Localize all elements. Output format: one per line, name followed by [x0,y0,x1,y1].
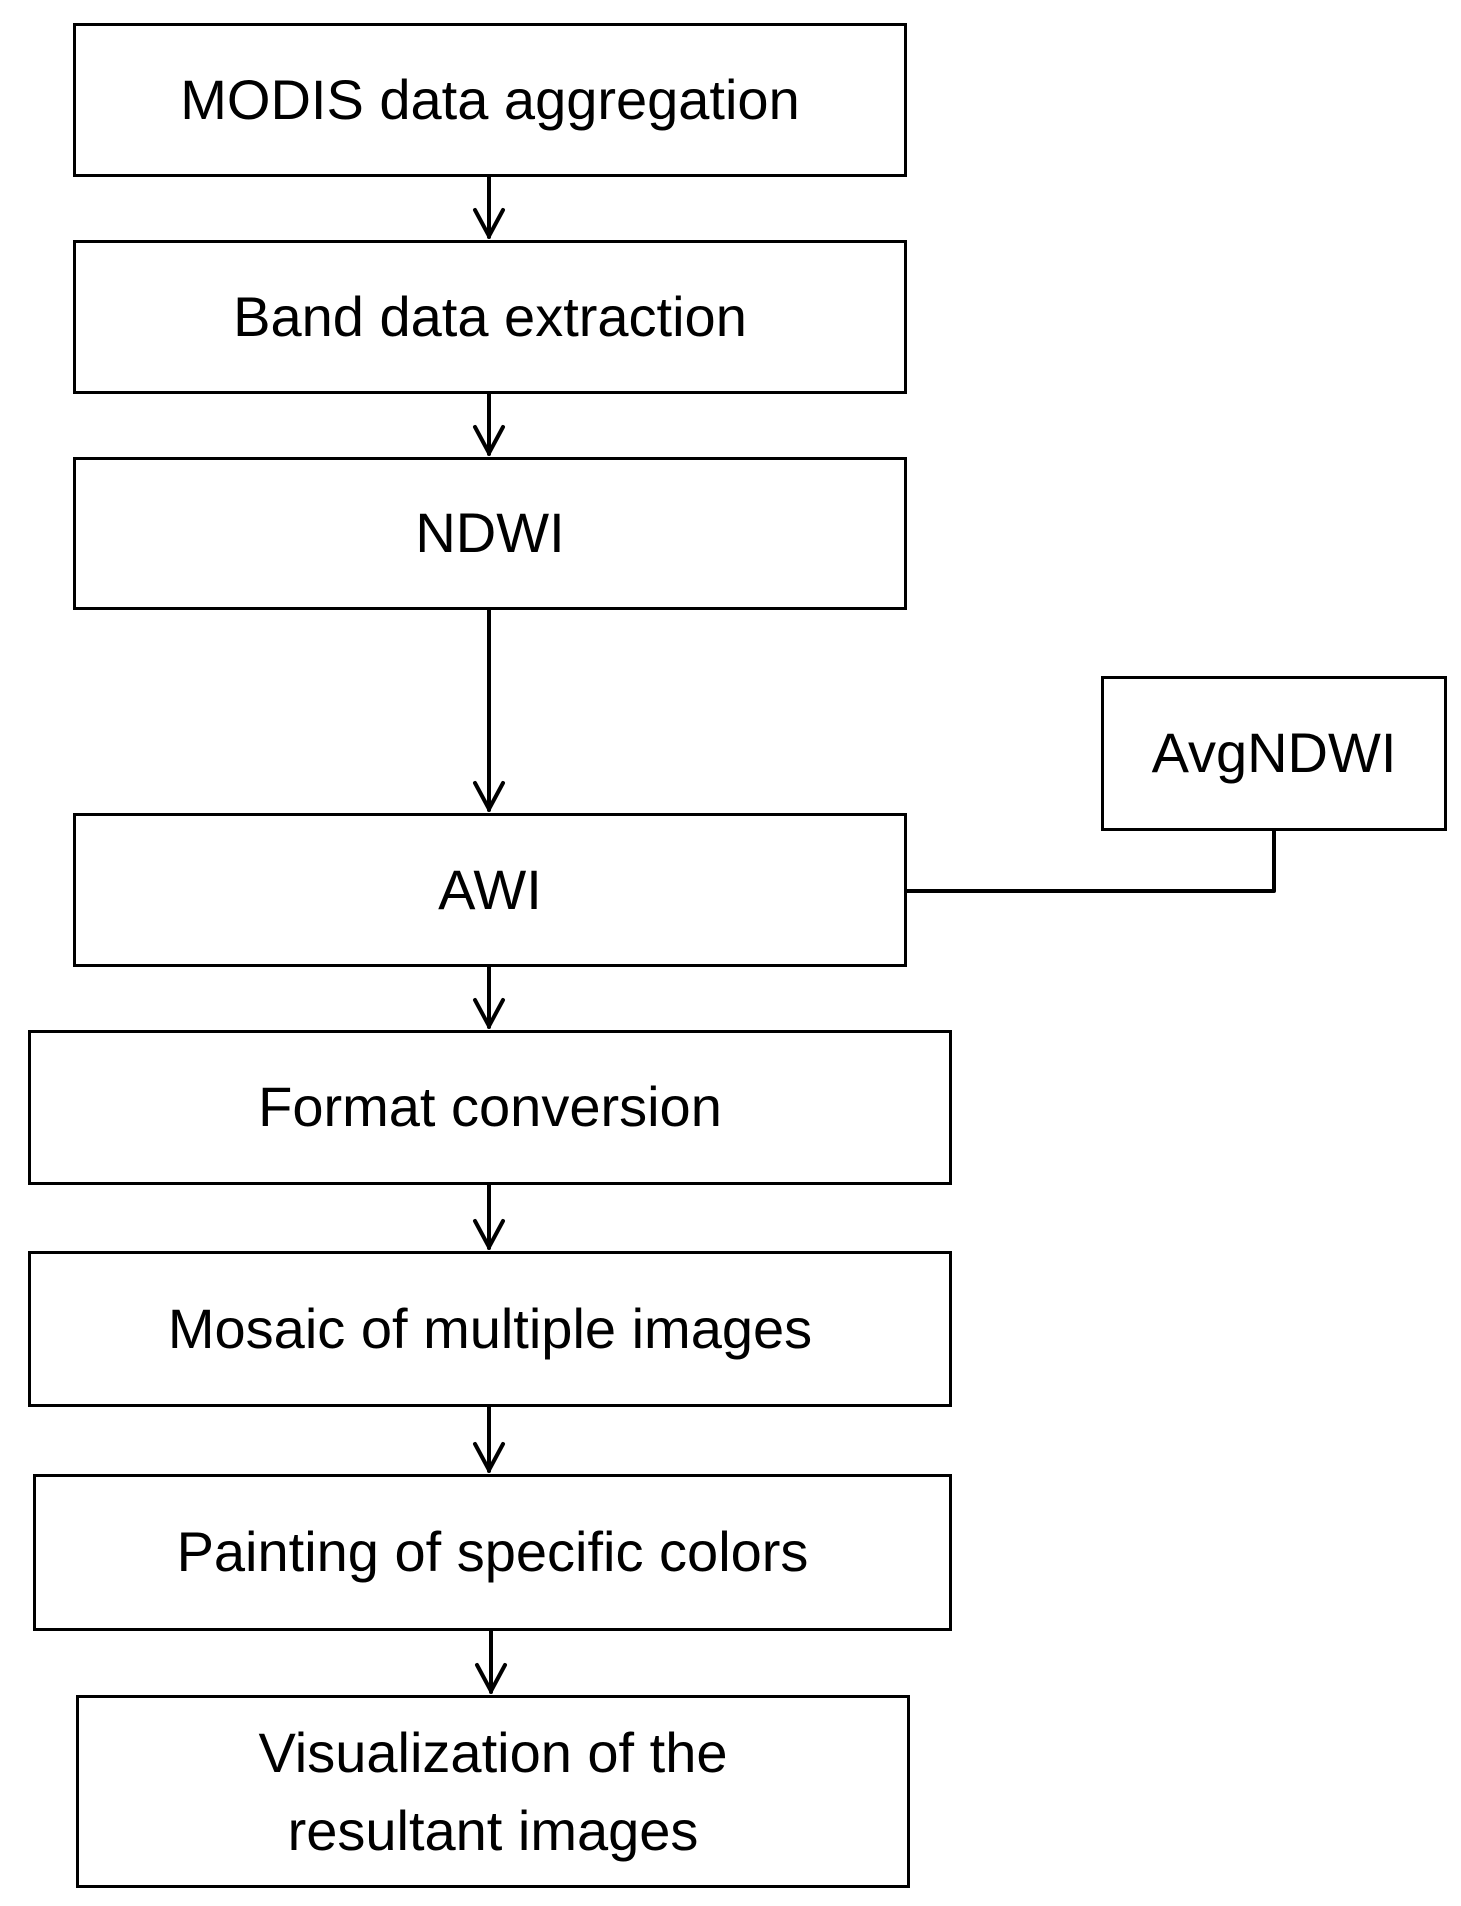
avgndwi-label: AvgNDWI [1151,721,1397,785]
awi-box: AWI [73,813,907,967]
modis-data-aggregation-label: MODIS data aggregation [180,67,800,131]
painting-label: Painting of specific colors [176,1520,809,1584]
mosaic-label: Mosaic of multiple images [167,1296,813,1360]
arrowhead-format [473,998,505,1028]
ndwi-box: NDWI [73,457,907,610]
awi-label: AWI [438,857,542,921]
modis-data-aggregation-box: MODIS data aggregation [73,23,907,177]
arrowhead-visualization [475,1663,507,1693]
band-data-extraction-label: Band data extraction [233,284,747,348]
painting-box: Painting of specific colors [33,1474,952,1631]
arrowhead-band [473,208,505,238]
arrowhead-painting [473,1442,505,1472]
connector-avgndwi-to-awi [903,829,1276,893]
visualization-box: Visualization of the resultant images [76,1695,910,1888]
band-data-extraction-box: Band data extraction [73,240,907,394]
avgndwi-box: AvgNDWI [1101,676,1447,831]
visualization-label-line1: Visualization of the [258,1721,728,1785]
mosaic-box: Mosaic of multiple images [28,1251,952,1407]
arrowhead-ndwi [473,425,505,455]
arrowhead-awi [473,781,505,811]
visualization-label-line2: resultant images [287,1798,699,1862]
format-conversion-label: Format conversion [258,1075,722,1139]
ndwi-label: NDWI [415,501,565,565]
format-conversion-box: Format conversion [28,1030,952,1185]
arrowhead-mosaic [473,1219,505,1249]
